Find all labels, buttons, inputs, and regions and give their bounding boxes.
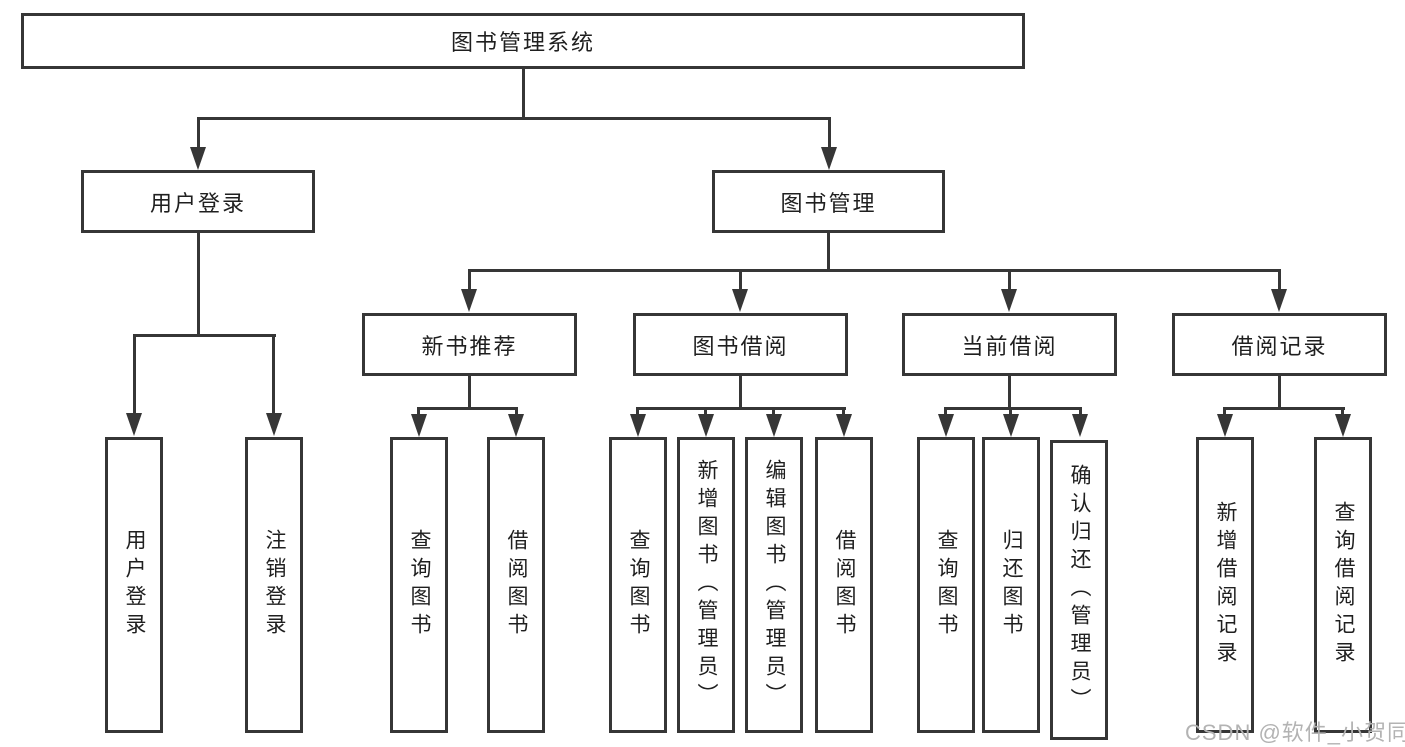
connector-drop	[636, 407, 639, 417]
arrow-down-icon	[630, 414, 646, 437]
node-borrow-records: 借阅记录	[1172, 313, 1387, 376]
leaf-current-query-books: 查询图书	[917, 437, 975, 733]
leaf-current-return-books: 归还图书	[982, 437, 1040, 733]
connector-book-mgmt-branch	[468, 269, 1281, 272]
leaf-recommend-borrow-books: 借阅图书	[487, 437, 545, 733]
connector-drop	[944, 407, 947, 417]
arrow-down-icon	[766, 414, 782, 437]
arrow-down-icon	[1217, 414, 1233, 437]
connector-borrow-records-branch	[1223, 407, 1345, 410]
node-root-system: 图书管理系统	[21, 13, 1025, 69]
leaf-records-add-record: 新增借阅记录	[1196, 437, 1254, 733]
connector-drop-book-mgmt	[828, 117, 831, 151]
arrow-down-icon	[190, 147, 206, 170]
connector-drop	[1223, 407, 1226, 417]
connector-root-stem	[522, 69, 525, 119]
leaf-records-query-record: 查询借阅记录	[1314, 437, 1372, 733]
leaf-borrow-borrow-books: 借阅图书	[815, 437, 873, 733]
arrow-down-icon	[1335, 414, 1351, 437]
leaf-borrow-add-books-admin: 新增图书（管理员）	[677, 437, 735, 733]
connector-drop-book-borrow	[739, 269, 742, 293]
connector-drop-new-book-rec	[468, 269, 471, 293]
connector-user-login-branch	[133, 334, 276, 337]
arrow-down-icon	[1001, 289, 1017, 312]
connector-drop	[1079, 407, 1082, 417]
connector-current-borrow-stem	[1008, 376, 1011, 410]
arrow-down-icon	[411, 414, 427, 437]
node-book-borrow: 图书借阅	[633, 313, 848, 376]
arrow-down-icon	[266, 413, 282, 436]
connector-drop	[1341, 407, 1344, 417]
connector-drop-leaf-logout	[272, 334, 275, 416]
csdn-watermark: CSDN @软件_小贺同学	[1185, 720, 1405, 745]
connector-new-book-rec-stem	[468, 376, 471, 410]
node-current-borrow: 当前借阅	[902, 313, 1117, 376]
arrow-down-icon	[821, 147, 837, 170]
connector-drop	[1009, 407, 1012, 417]
node-user-login: 用户登录	[81, 170, 315, 233]
arrow-down-icon	[836, 414, 852, 437]
connector-drop-borrow-records	[1278, 269, 1281, 293]
connector-new-book-rec-branch	[417, 407, 518, 410]
arrow-down-icon	[732, 289, 748, 312]
arrow-down-icon	[1271, 289, 1287, 312]
leaf-user-login: 用户登录	[105, 437, 163, 733]
connector-drop-current-borrow	[1008, 269, 1011, 293]
arrow-down-icon	[1072, 414, 1088, 437]
connector-user-login-stem	[197, 233, 200, 337]
connector-borrow-records-stem	[1278, 376, 1281, 410]
connector-book-borrow-stem	[739, 376, 742, 410]
connector-drop	[515, 407, 518, 417]
connector-current-borrow-branch	[944, 407, 1082, 410]
arrow-down-icon	[126, 413, 142, 436]
arrow-down-icon	[698, 414, 714, 437]
node-book-management: 图书管理	[712, 170, 945, 233]
connector-drop-user-login	[197, 117, 200, 151]
connector-drop	[417, 407, 420, 417]
leaf-borrow-query-books: 查询图书	[609, 437, 667, 733]
arrow-down-icon	[1003, 414, 1019, 437]
connector-drop	[704, 407, 707, 417]
connector-book-borrow-branch	[636, 407, 846, 410]
arrow-down-icon	[938, 414, 954, 437]
node-new-book-recommend: 新书推荐	[362, 313, 577, 376]
leaf-borrow-edit-books-admin: 编辑图书（管理员）	[745, 437, 803, 733]
connector-drop	[772, 407, 775, 417]
arrow-down-icon	[461, 289, 477, 312]
leaf-current-confirm-return-admin: 确认归还（管理员）	[1050, 440, 1108, 740]
leaf-recommend-query-books: 查询图书	[390, 437, 448, 733]
leaf-logout: 注销登录	[245, 437, 303, 733]
connector-book-mgmt-stem	[827, 233, 830, 272]
connector-drop	[842, 407, 845, 417]
arrow-down-icon	[508, 414, 524, 437]
connector-drop-leaf-user-login	[133, 334, 136, 416]
connector-root-branch	[197, 117, 831, 120]
